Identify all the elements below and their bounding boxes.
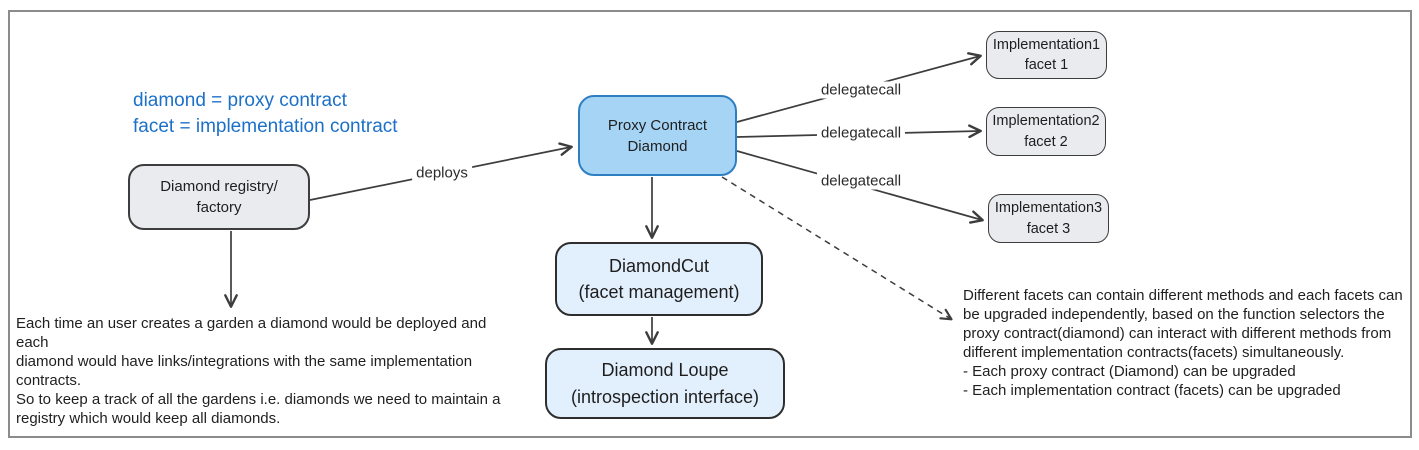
diagram-frame-border [8,10,1412,438]
edge-label-delegatecall-3: delegatecall [816,172,906,190]
edge-label-delegatecall-1: delegatecall [816,81,906,99]
edge-label-delegatecall-2: delegatecall [816,124,906,142]
note-facets-explanation: Different facets can contain different m… [963,287,1403,399]
node-implementation3: Implementation3 facet 3 [988,194,1109,243]
node-diamond-registry: Diamond registry/ factory [128,164,310,230]
legend-text: diamond = proxy contract facet = impleme… [133,90,398,137]
edge-label-deploys: deploys [412,164,472,182]
node-diamond-loupe: Diamond Loupe (introspection interface) [545,348,785,419]
note-registry-explanation: Each time an user creates a garden a dia… [16,315,501,427]
node-diamond-cut: DiamondCut (facet management) [555,242,763,316]
node-implementation2: Implementation2 facet 2 [986,107,1106,156]
node-implementation1: Implementation1 facet 1 [986,31,1107,79]
node-proxy-contract-diamond: Proxy Contract Diamond [578,95,737,176]
